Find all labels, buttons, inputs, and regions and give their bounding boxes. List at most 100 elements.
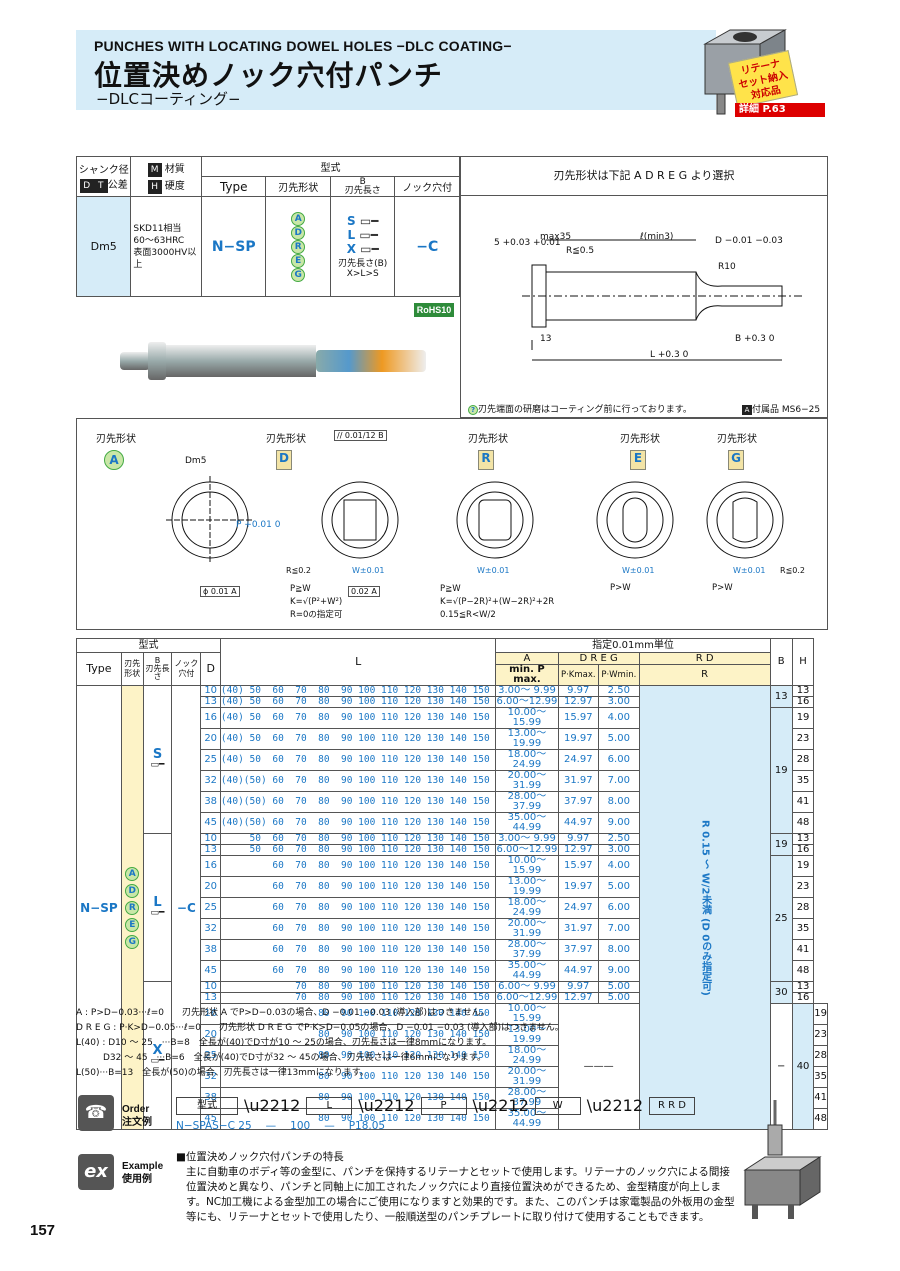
pw-cell: 5.00 (598, 728, 640, 750)
h-cell: 28 (791, 897, 815, 919)
th-h: H (791, 638, 815, 686)
th-b: B (769, 638, 793, 686)
g-r-label: R≦0.2 (780, 566, 805, 575)
pw-cell: 3.00 (598, 844, 640, 856)
detail-link[interactable]: 詳細 P.63 (735, 103, 825, 117)
pk-cell: 24.97 (557, 749, 600, 771)
title-en: PUNCHES WITH LOCATING DOWEL HOLES −DLC C… (94, 38, 512, 54)
drawing-heading: 刃先形状は下記 A D R E G より選択 (460, 156, 828, 196)
th-dreg: D R E G (557, 652, 640, 665)
a-cell: 28.00〜37.99 (495, 939, 559, 961)
l-cell: (40)(50) 60 70 80 90 100 110 120 130 140… (219, 812, 497, 834)
pk-cell: 9.97 (557, 981, 600, 993)
punch-photo (120, 342, 426, 380)
pw-cell: 4.00 (598, 855, 640, 877)
d-cell: 10 (200, 981, 221, 993)
th-type: Type (76, 652, 122, 686)
l-cell: 50 60 70 80 90 100 110 120 130 140 150 (219, 833, 497, 845)
l-cell: 60 70 80 90 100 110 120 130 140 150 (219, 918, 497, 940)
h-cell: 28 (813, 1045, 828, 1067)
d-cell: 13 (200, 696, 221, 708)
shape-drawings (166, 476, 784, 564)
a-cell: 35.00〜44.99 (495, 812, 559, 834)
l-cell: (40) 50 60 70 80 90 100 110 120 130 140 … (219, 707, 497, 729)
shape-section (76, 418, 828, 630)
a-cell: 6.00〜12.99 (495, 696, 559, 708)
table-row: 45(40)(50) 60 70 80 90 100 110 120 130 1… (77, 812, 828, 834)
a-cell: 13.00〜19.99 (495, 1024, 559, 1046)
lbl-max35: max35 (540, 232, 572, 242)
d-cell: 20 (200, 876, 221, 898)
col-knock: ノック穴付 (394, 176, 460, 197)
lbl-b: B +0.3 0 (735, 334, 775, 344)
h-cell: 28 (791, 749, 815, 771)
r-w-label: W±0.01 (477, 566, 510, 575)
pw-cell: 8.00 (598, 939, 640, 961)
shape-d-label: 刃先形状 (266, 434, 306, 445)
d-cell: 38 (200, 791, 221, 813)
l-cell: 60 70 80 90 100 110 120 130 140 150 (219, 876, 497, 898)
lbl-lmin3: ℓ(min3) (640, 232, 674, 242)
a-cell: 18.00〜24.99 (495, 749, 559, 771)
h-cell: 23 (791, 876, 815, 898)
table-row: 16(40) 50 60 70 80 90 100 110 120 130 14… (77, 707, 828, 834)
d-sq-tol: 0.02 A (348, 586, 380, 597)
length-cell: S▭━ (142, 685, 173, 834)
lbl-13: 13 (540, 334, 552, 344)
g-w-label: W±0.01 (733, 566, 766, 575)
pw-cell: 2.50 (598, 833, 640, 845)
shape-d-badge: D (276, 450, 292, 470)
a-cell: 6.00〜12.99 (495, 844, 559, 856)
pw-cell: 2.50 (598, 685, 640, 697)
d-cell: 32 (200, 918, 221, 940)
h-cell: 48 (791, 960, 815, 982)
th-tip-shape: 刃先形状 (120, 652, 144, 686)
l-cell: 60 70 80 90 100 110 120 130 140 150 (219, 897, 497, 919)
d-cell: 45 (200, 812, 221, 834)
footnote-2: D R E G : P·K>D−0.05···ℓ=0 刃先形状 D R E G … (76, 1023, 564, 1033)
length-cell: L▭━ (142, 833, 173, 982)
drawing-box (460, 156, 828, 418)
h-cell: 23 (813, 1024, 828, 1046)
pk-cell: 44.97 (557, 812, 600, 834)
h-cell: 16 (791, 696, 815, 708)
h-cell: 35 (813, 1066, 828, 1088)
pw-cell: 7.00 (598, 918, 640, 940)
a-p-label: P +0.01 0 (236, 520, 281, 530)
order-box-w: W (534, 1096, 581, 1115)
order-box-model: 型式 (176, 1096, 238, 1115)
example-heading: ■位置決めノック穴付パンチの特長 (176, 1151, 344, 1163)
pk-cell: 44.97 (557, 960, 600, 982)
th-rd: R D (638, 652, 771, 665)
d-cell: 16 (200, 707, 221, 729)
knock-value: −C (394, 196, 460, 297)
h-cell: 19 (813, 1003, 828, 1025)
shank-value: Dm5 (75, 196, 132, 297)
th-pk: P·Kmax. (557, 664, 600, 686)
pk-cell: 37.97 (557, 791, 600, 813)
l-cell: 60 70 80 90 100 110 120 130 140 150 (219, 939, 497, 961)
header-band (76, 30, 716, 110)
shape-e-label: 刃先形状 (620, 434, 660, 445)
l-cell: (40) 50 60 70 80 90 100 110 120 130 140 … (219, 728, 497, 750)
pk-cell: 12.97 (557, 992, 600, 1004)
example-text: ■位置決めノック穴付パンチの特長 主に自動車のボディ等の金型に、パンチを保持する… (176, 1150, 736, 1225)
d-r-label: R≦0.2 (286, 566, 311, 575)
lbl-r10: R10 (718, 262, 736, 272)
b-cell: 40 (791, 1003, 815, 1130)
a-cell: 6.00〜 9.99 (495, 981, 559, 993)
